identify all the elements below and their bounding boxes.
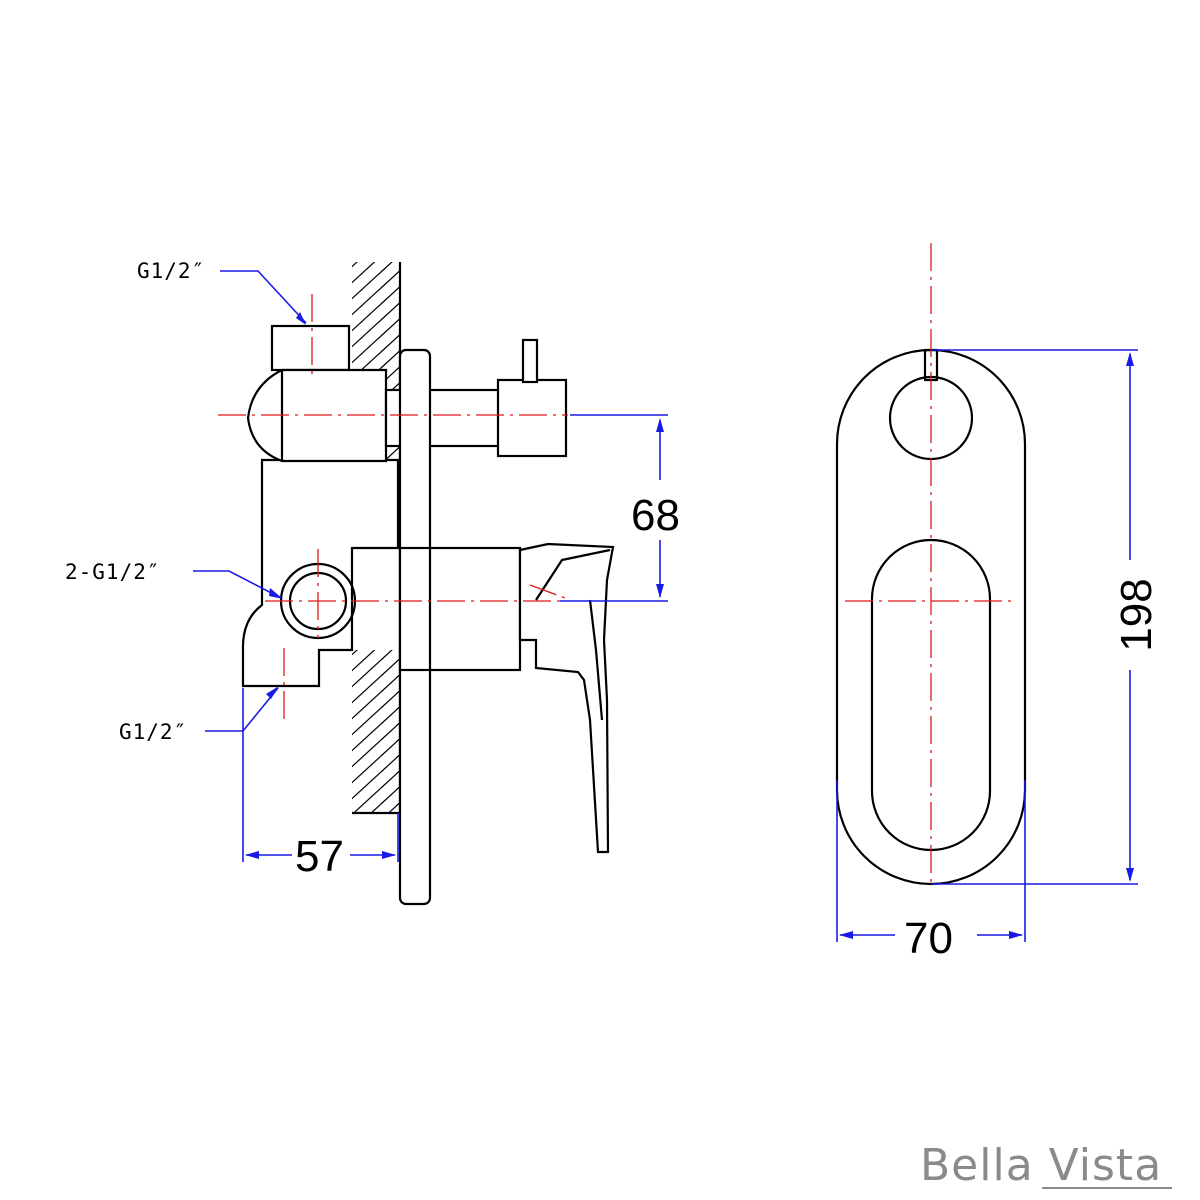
hatch-line xyxy=(352,673,400,720)
dimension-width-label: 70 xyxy=(904,914,953,963)
hatch-line xyxy=(345,830,405,885)
dimension-centre-spacing xyxy=(560,414,668,602)
mixer-handle xyxy=(398,542,615,854)
callout-leaders xyxy=(193,270,307,732)
hatch-line xyxy=(352,769,400,813)
callout-bottom-inlet-label: G1/2″ xyxy=(119,720,187,744)
hatch-line xyxy=(352,650,376,672)
dimension-height-label: 198 xyxy=(1112,578,1161,651)
brand-logo: Bella Vista xyxy=(920,1140,1172,1191)
callout-outlets-label: 2-G1/2″ xyxy=(65,560,161,584)
valve-body xyxy=(241,324,400,688)
dimension-depth xyxy=(242,688,399,862)
side-view: G1/2″ 2-G1/2″ G1/2″ 68 57 xyxy=(65,202,680,917)
hatch-line xyxy=(352,262,393,300)
wall-section xyxy=(345,202,405,917)
front-view: 198 70 xyxy=(835,243,1161,963)
dimension-height xyxy=(931,349,1138,885)
hatch-line xyxy=(352,262,376,284)
dimension-centre-spacing-label: 68 xyxy=(631,491,680,540)
hatch-line xyxy=(345,202,405,257)
hatch-line xyxy=(352,753,400,800)
hatch-line xyxy=(352,737,400,784)
hatch-line xyxy=(370,785,400,813)
hatch-line xyxy=(352,705,400,752)
hatch-line xyxy=(352,317,400,364)
hatch-line xyxy=(352,269,400,316)
hatch-line xyxy=(387,801,400,813)
hatch-line xyxy=(352,657,400,704)
hatch-line xyxy=(345,814,405,869)
dimension-width xyxy=(836,780,1026,942)
dimension-depth-label: 57 xyxy=(295,832,344,881)
hatch-line xyxy=(352,301,400,348)
hatch-line xyxy=(352,262,358,268)
hatch-line xyxy=(345,862,405,917)
side-centerlines xyxy=(218,294,568,724)
hatch-line xyxy=(352,650,393,688)
hatch-line xyxy=(352,689,400,736)
callout-top-inlet-label: G1/2″ xyxy=(137,259,205,283)
hatch-line xyxy=(352,650,358,656)
hatch-line xyxy=(352,285,400,332)
hatch-line xyxy=(352,721,400,768)
brand-name: Bella Vista xyxy=(920,1140,1162,1191)
